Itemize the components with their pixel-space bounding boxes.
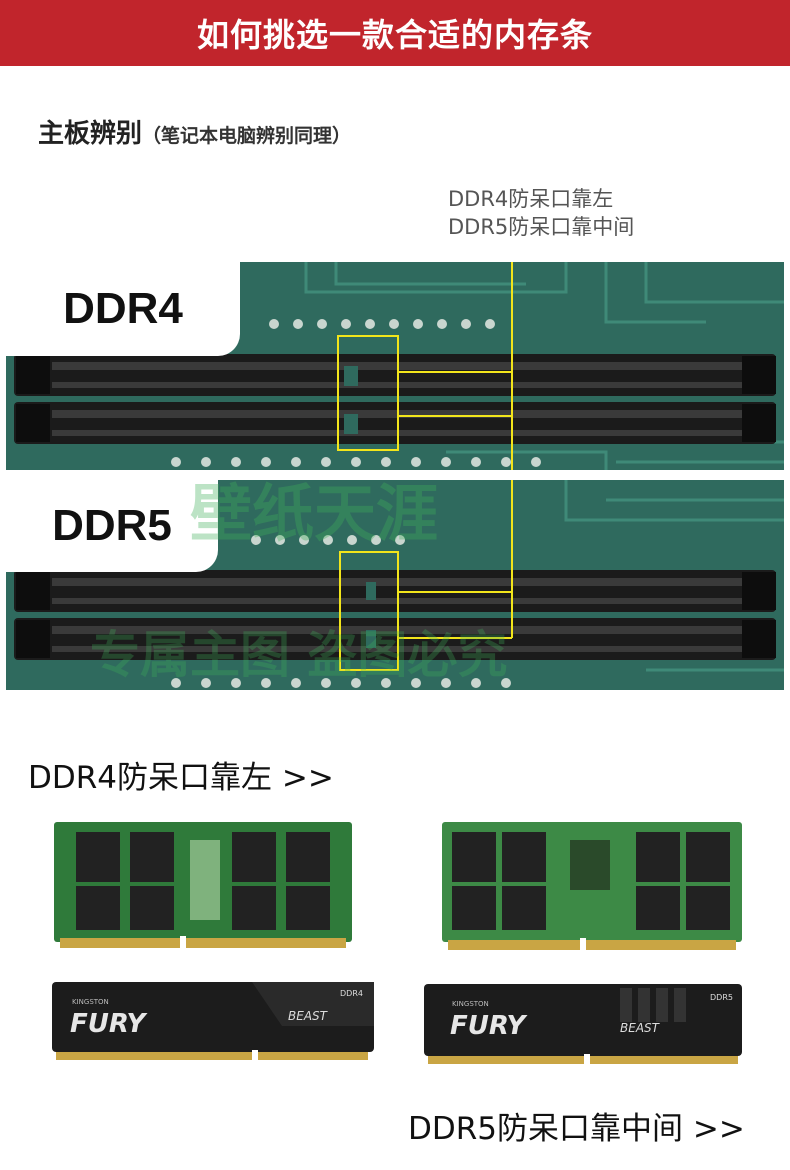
ddr4-fury-series: BEAST <box>288 1009 329 1023</box>
ddr4-motherboard-image: DDR4 <box>6 262 784 470</box>
section-title-sub: （笔记本电脑辨别同理） <box>142 125 352 147</box>
ddr5-fury-beast-image: KINGSTON FURY BEAST DDR5 <box>424 984 742 1066</box>
ddr4-board-label: DDR4 <box>6 262 240 356</box>
ddr4-fury-name: FURY <box>70 1009 149 1039</box>
section-title: 主板辨别（笔记本电脑辨别同理） <box>38 113 351 150</box>
ddr5-fury-brand: KINGSTON <box>452 1000 489 1008</box>
ddr4-fury-brand: KINGSTON <box>72 998 109 1006</box>
ddr4-caption: DDR4防呆口靠左 >> <box>28 760 334 796</box>
page-header: 如何挑选一款合适的内存条 <box>0 0 790 66</box>
header-title: 如何挑选一款合适的内存条 <box>196 16 593 54</box>
callout-line-ddr4: DDR4防呆口靠左 <box>448 187 614 211</box>
ddr5-caption: DDR5防呆口靠中间 >> <box>408 1111 745 1147</box>
ddr5-board-label: DDR5 <box>6 480 218 572</box>
ddr4-board-art <box>6 262 784 470</box>
ddr5-fury-type: DDR5 <box>710 993 733 1002</box>
callout-line-ddr5: DDR5防呆口靠中间 <box>448 215 635 239</box>
section-title-main: 主板辨别 <box>38 119 143 149</box>
ddr4-fury-type: DDR4 <box>340 989 363 998</box>
ddr4-fury-beast-image: KINGSTON FURY BEAST DDR4 <box>52 982 374 1062</box>
ddr5-fury-series: BEAST <box>620 1021 661 1035</box>
ddr4-sodimm-image <box>54 822 352 950</box>
notch-callout: DDR4防呆口靠左 DDR5防呆口靠中间 <box>448 185 634 241</box>
ddr5-motherboard-image: DDR5 <box>6 480 784 690</box>
ddr5-fury-name: FURY <box>450 1011 529 1041</box>
ddr5-sodimm-image <box>442 822 742 952</box>
